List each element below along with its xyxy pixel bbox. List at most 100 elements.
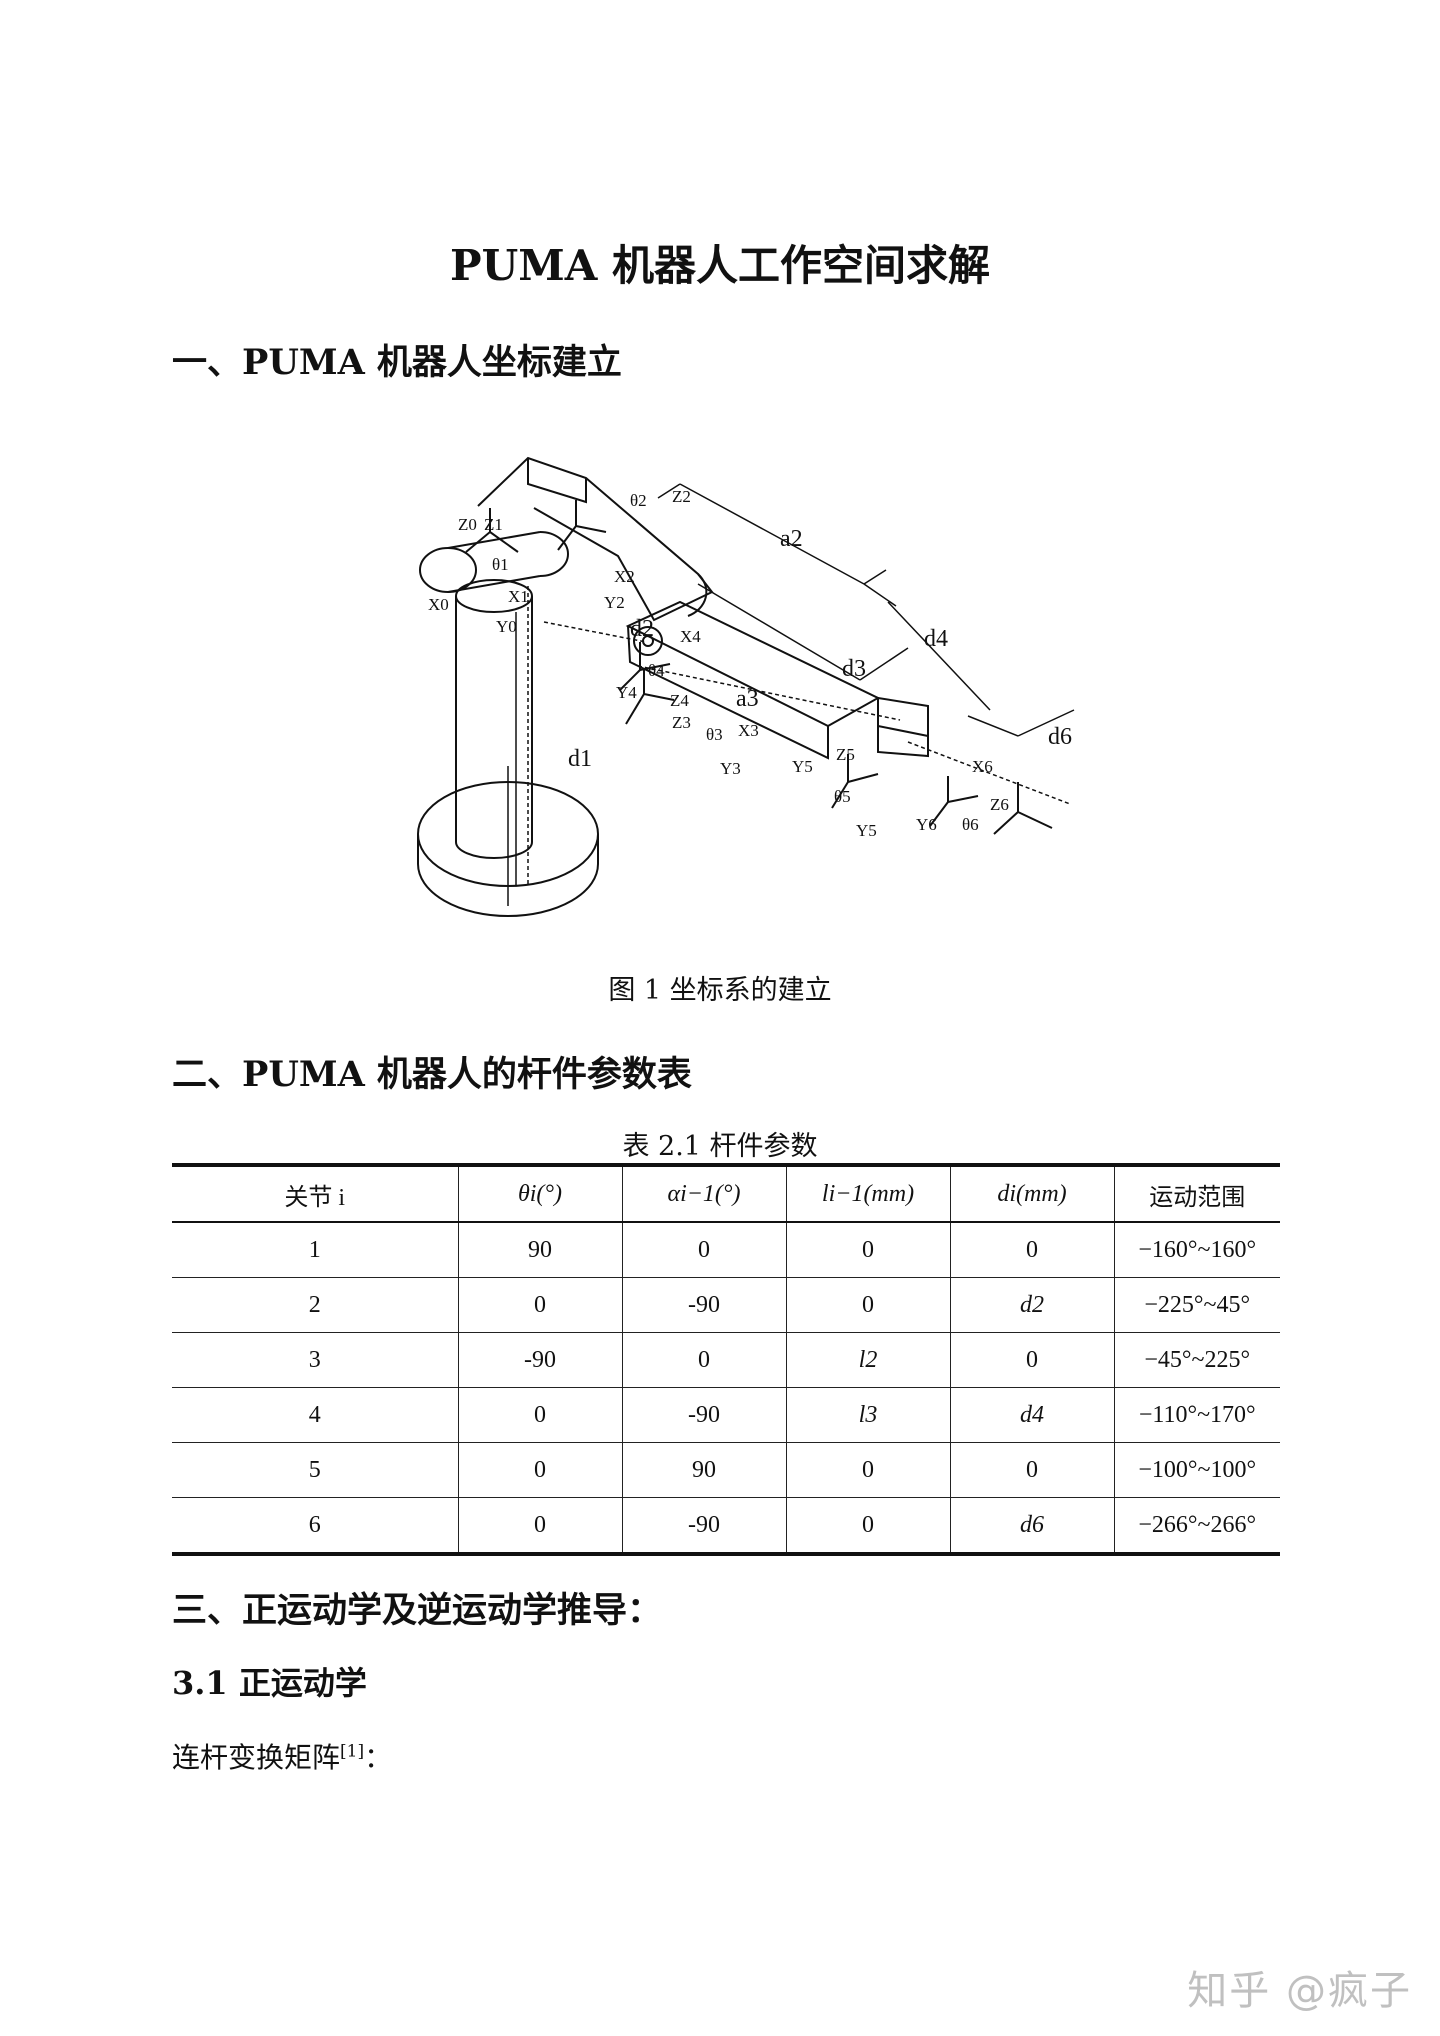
figure-label: X0 xyxy=(428,595,449,614)
table-cell: 0 xyxy=(950,1222,1115,1278)
header-offset: di(mm) xyxy=(950,1163,1115,1223)
table-cell: −160°~160° xyxy=(1114,1222,1280,1278)
table-cell: −45°~225° xyxy=(1114,1332,1280,1388)
figure-label: d1 xyxy=(568,746,592,772)
table-cell: l3 xyxy=(786,1387,951,1443)
puma-robot-figure: Z0 Z1 θ1 X0 X1 Y0 θ2 Z2 X2 Y2 a2 d2 X4 θ… xyxy=(408,436,1080,934)
figure-label: X4 xyxy=(680,627,701,646)
header-theta: θi(°) xyxy=(458,1163,623,1223)
figure-label: a2 xyxy=(780,526,803,552)
figure-label: d4 xyxy=(924,626,948,652)
table-cell: 0 xyxy=(786,1442,951,1498)
puma-robot-diagram: Z0 Z1 θ1 X0 X1 Y0 θ2 Z2 X2 Y2 a2 d2 X4 θ… xyxy=(417,456,1075,917)
base-plate-side xyxy=(417,834,599,917)
paragraph-text: 连杆变换矩阵 xyxy=(172,1741,341,1774)
table-cell: −100°~100° xyxy=(1114,1442,1280,1498)
section-heading-parameters: 二、PUMA 机器人的杆件参数表 xyxy=(172,1054,692,1095)
table-cell: 0 xyxy=(950,1442,1115,1498)
figure-label: Z0 xyxy=(458,515,477,534)
table-cell: 2 xyxy=(172,1277,459,1333)
figure-label: θ5 xyxy=(834,787,851,806)
figure-label: X1 xyxy=(508,587,529,606)
table-cell: -90 xyxy=(622,1387,787,1443)
table-cell: 0 xyxy=(458,1497,623,1556)
table-row: 1 90 0 0 0 −160°~160° xyxy=(172,1222,1280,1278)
figure-label: Y5 xyxy=(792,757,813,776)
figure-label: X2 xyxy=(614,567,635,586)
table-cell: d6 xyxy=(950,1497,1115,1556)
figure-label: a3 xyxy=(736,686,759,712)
table-cell: 0 xyxy=(786,1497,951,1556)
table-cell: l2 xyxy=(786,1332,951,1388)
table-cell: 0 xyxy=(622,1332,787,1388)
figure-label: Y2 xyxy=(604,593,625,612)
subsection-heading-forward-kinematics: 3.1 正运动学 xyxy=(172,1664,367,1702)
table-cell: −266°~266° xyxy=(1114,1497,1280,1556)
figure-label: Z6 xyxy=(990,795,1009,814)
section-heading-coordinates: 一、PUMA 机器人坐标建立 xyxy=(172,342,622,383)
table-cell: 3 xyxy=(172,1332,459,1388)
section-heading-kinematics: 三、正运动学及逆运动学推导： xyxy=(172,1590,663,1631)
figure-label: θ4 xyxy=(648,661,665,680)
paragraph-end: ： xyxy=(364,1741,393,1774)
table-row: 2 0 -90 0 d2 −225°~45° xyxy=(172,1277,1280,1333)
figure-label: Z5 xyxy=(836,745,855,764)
table-row: 6 0 -90 0 d6 −266°~266° xyxy=(172,1497,1280,1556)
figure-label: Z3 xyxy=(672,713,691,732)
table-cell: 4 xyxy=(172,1387,459,1443)
table-cell: d2 xyxy=(950,1277,1115,1333)
table-cell: 90 xyxy=(622,1442,787,1498)
figure-label: θ1 xyxy=(492,555,509,574)
figure-label: d3 xyxy=(842,656,866,682)
paragraph-link-transform: 连杆变换矩阵[1]： xyxy=(172,1736,392,1776)
figure-label: Z4 xyxy=(670,691,689,710)
figure-label: d2 xyxy=(630,616,654,642)
figure-label: Y4 xyxy=(616,683,637,702)
table-cell: -90 xyxy=(622,1277,787,1333)
figure-label: X3 xyxy=(738,721,759,740)
table-cell: 0 xyxy=(622,1222,787,1278)
citation-reference[interactable]: [1] xyxy=(340,1741,365,1762)
figure-label: Y5 xyxy=(856,821,877,840)
header-alpha: αi−1(°) xyxy=(622,1163,787,1223)
table-row: 4 0 -90 l3 d4 −110°~170° xyxy=(172,1387,1280,1443)
figure-caption: 图 1 坐标系的建立 xyxy=(608,975,832,1006)
column-sides xyxy=(455,596,533,842)
table-cell: 0 xyxy=(458,1442,623,1498)
table-header-row: 关节 i θi(°) αi−1(°) li−1(mm) di(mm) 运动范围 xyxy=(172,1163,1280,1223)
watermark: 知乎 @疯子 xyxy=(1187,1968,1412,2014)
table-cell: 90 xyxy=(458,1222,623,1278)
table-cell: 0 xyxy=(458,1277,623,1333)
table-row: 3 -90 0 l2 0 −45°~225° xyxy=(172,1332,1280,1388)
header-link-length: li−1(mm) xyxy=(786,1163,951,1223)
table-row: 5 0 90 0 0 −100°~100° xyxy=(172,1442,1280,1498)
table-cell: 6 xyxy=(172,1497,459,1556)
table-cell: 1 xyxy=(172,1222,459,1278)
figure-label: θ6 xyxy=(962,815,979,834)
header-range: 运动范围 xyxy=(1114,1163,1280,1223)
table-cell: −110°~170° xyxy=(1114,1387,1280,1443)
figure-label: Y3 xyxy=(720,759,741,778)
figure-label: Y0 xyxy=(496,617,517,636)
table-cell: −225°~45° xyxy=(1114,1277,1280,1333)
figure-label: θ2 xyxy=(630,491,647,510)
figure-label: θ3 xyxy=(706,725,723,744)
table-cell: 0 xyxy=(950,1332,1115,1388)
table-cell: 0 xyxy=(458,1387,623,1443)
document-title: PUMA 机器人工作空间求解 xyxy=(450,241,990,290)
table-cell: 0 xyxy=(786,1277,951,1333)
figure-label: X6 xyxy=(972,757,993,776)
column-top xyxy=(455,579,533,613)
table-cell: 5 xyxy=(172,1442,459,1498)
table-cell: -90 xyxy=(458,1332,623,1388)
table-cell: -90 xyxy=(622,1497,787,1556)
table-cell: d4 xyxy=(950,1387,1115,1443)
figure-label: Y6 xyxy=(916,815,937,834)
link-parameter-table: 关节 i θi(°) αi−1(°) li−1(mm) di(mm) 运动范围 … xyxy=(172,1163,1280,1556)
figure-label: Z2 xyxy=(672,487,691,506)
figure-label: d6 xyxy=(1048,724,1072,750)
table-cell: 0 xyxy=(786,1222,951,1278)
header-joint: 关节 i xyxy=(172,1163,459,1223)
table-caption: 表 2.1 杆件参数 xyxy=(622,1131,818,1162)
figure-label: Z1 xyxy=(484,515,503,534)
